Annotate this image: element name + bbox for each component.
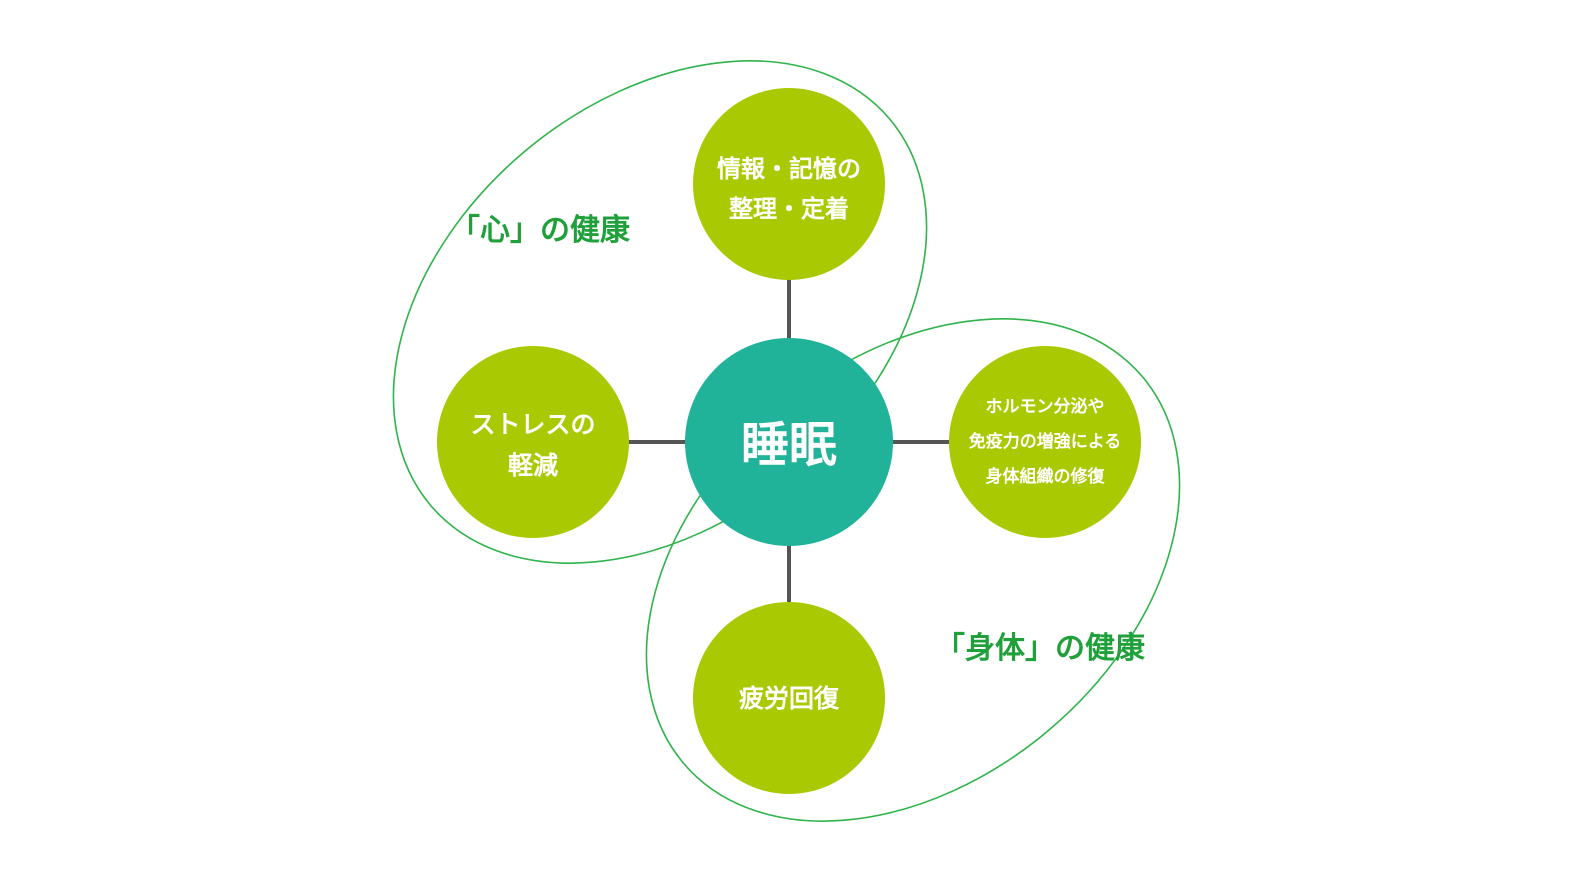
center-sleep-circle [685, 338, 893, 546]
node-stress-circle [437, 346, 629, 538]
node-memory-line-2: 整理・定着 [729, 195, 849, 223]
node-hormone-line-3: 身体組織の修復 [986, 466, 1106, 487]
node-fatigue-line-1: 疲労回復 [739, 684, 840, 713]
node-hormone-line-1: ホルモン分泌や [986, 396, 1105, 417]
node-hormone-line-2: 免疫力の増強による [969, 431, 1122, 452]
node-fatigue-circle [693, 602, 885, 794]
node-memory-line-1: 情報・記憶の [717, 155, 861, 183]
node-stress-line-1: ストレスの [470, 410, 595, 439]
mind-group-label: 「心」の健康 [450, 213, 631, 248]
center-sleep-label: 睡眠 [741, 417, 837, 473]
node-stress-line-2: 軽減 [508, 451, 558, 480]
node-memory-circle [693, 88, 885, 280]
body-group-label: 「身体」の健康 [935, 631, 1146, 666]
node-hormone-circle [949, 346, 1141, 538]
